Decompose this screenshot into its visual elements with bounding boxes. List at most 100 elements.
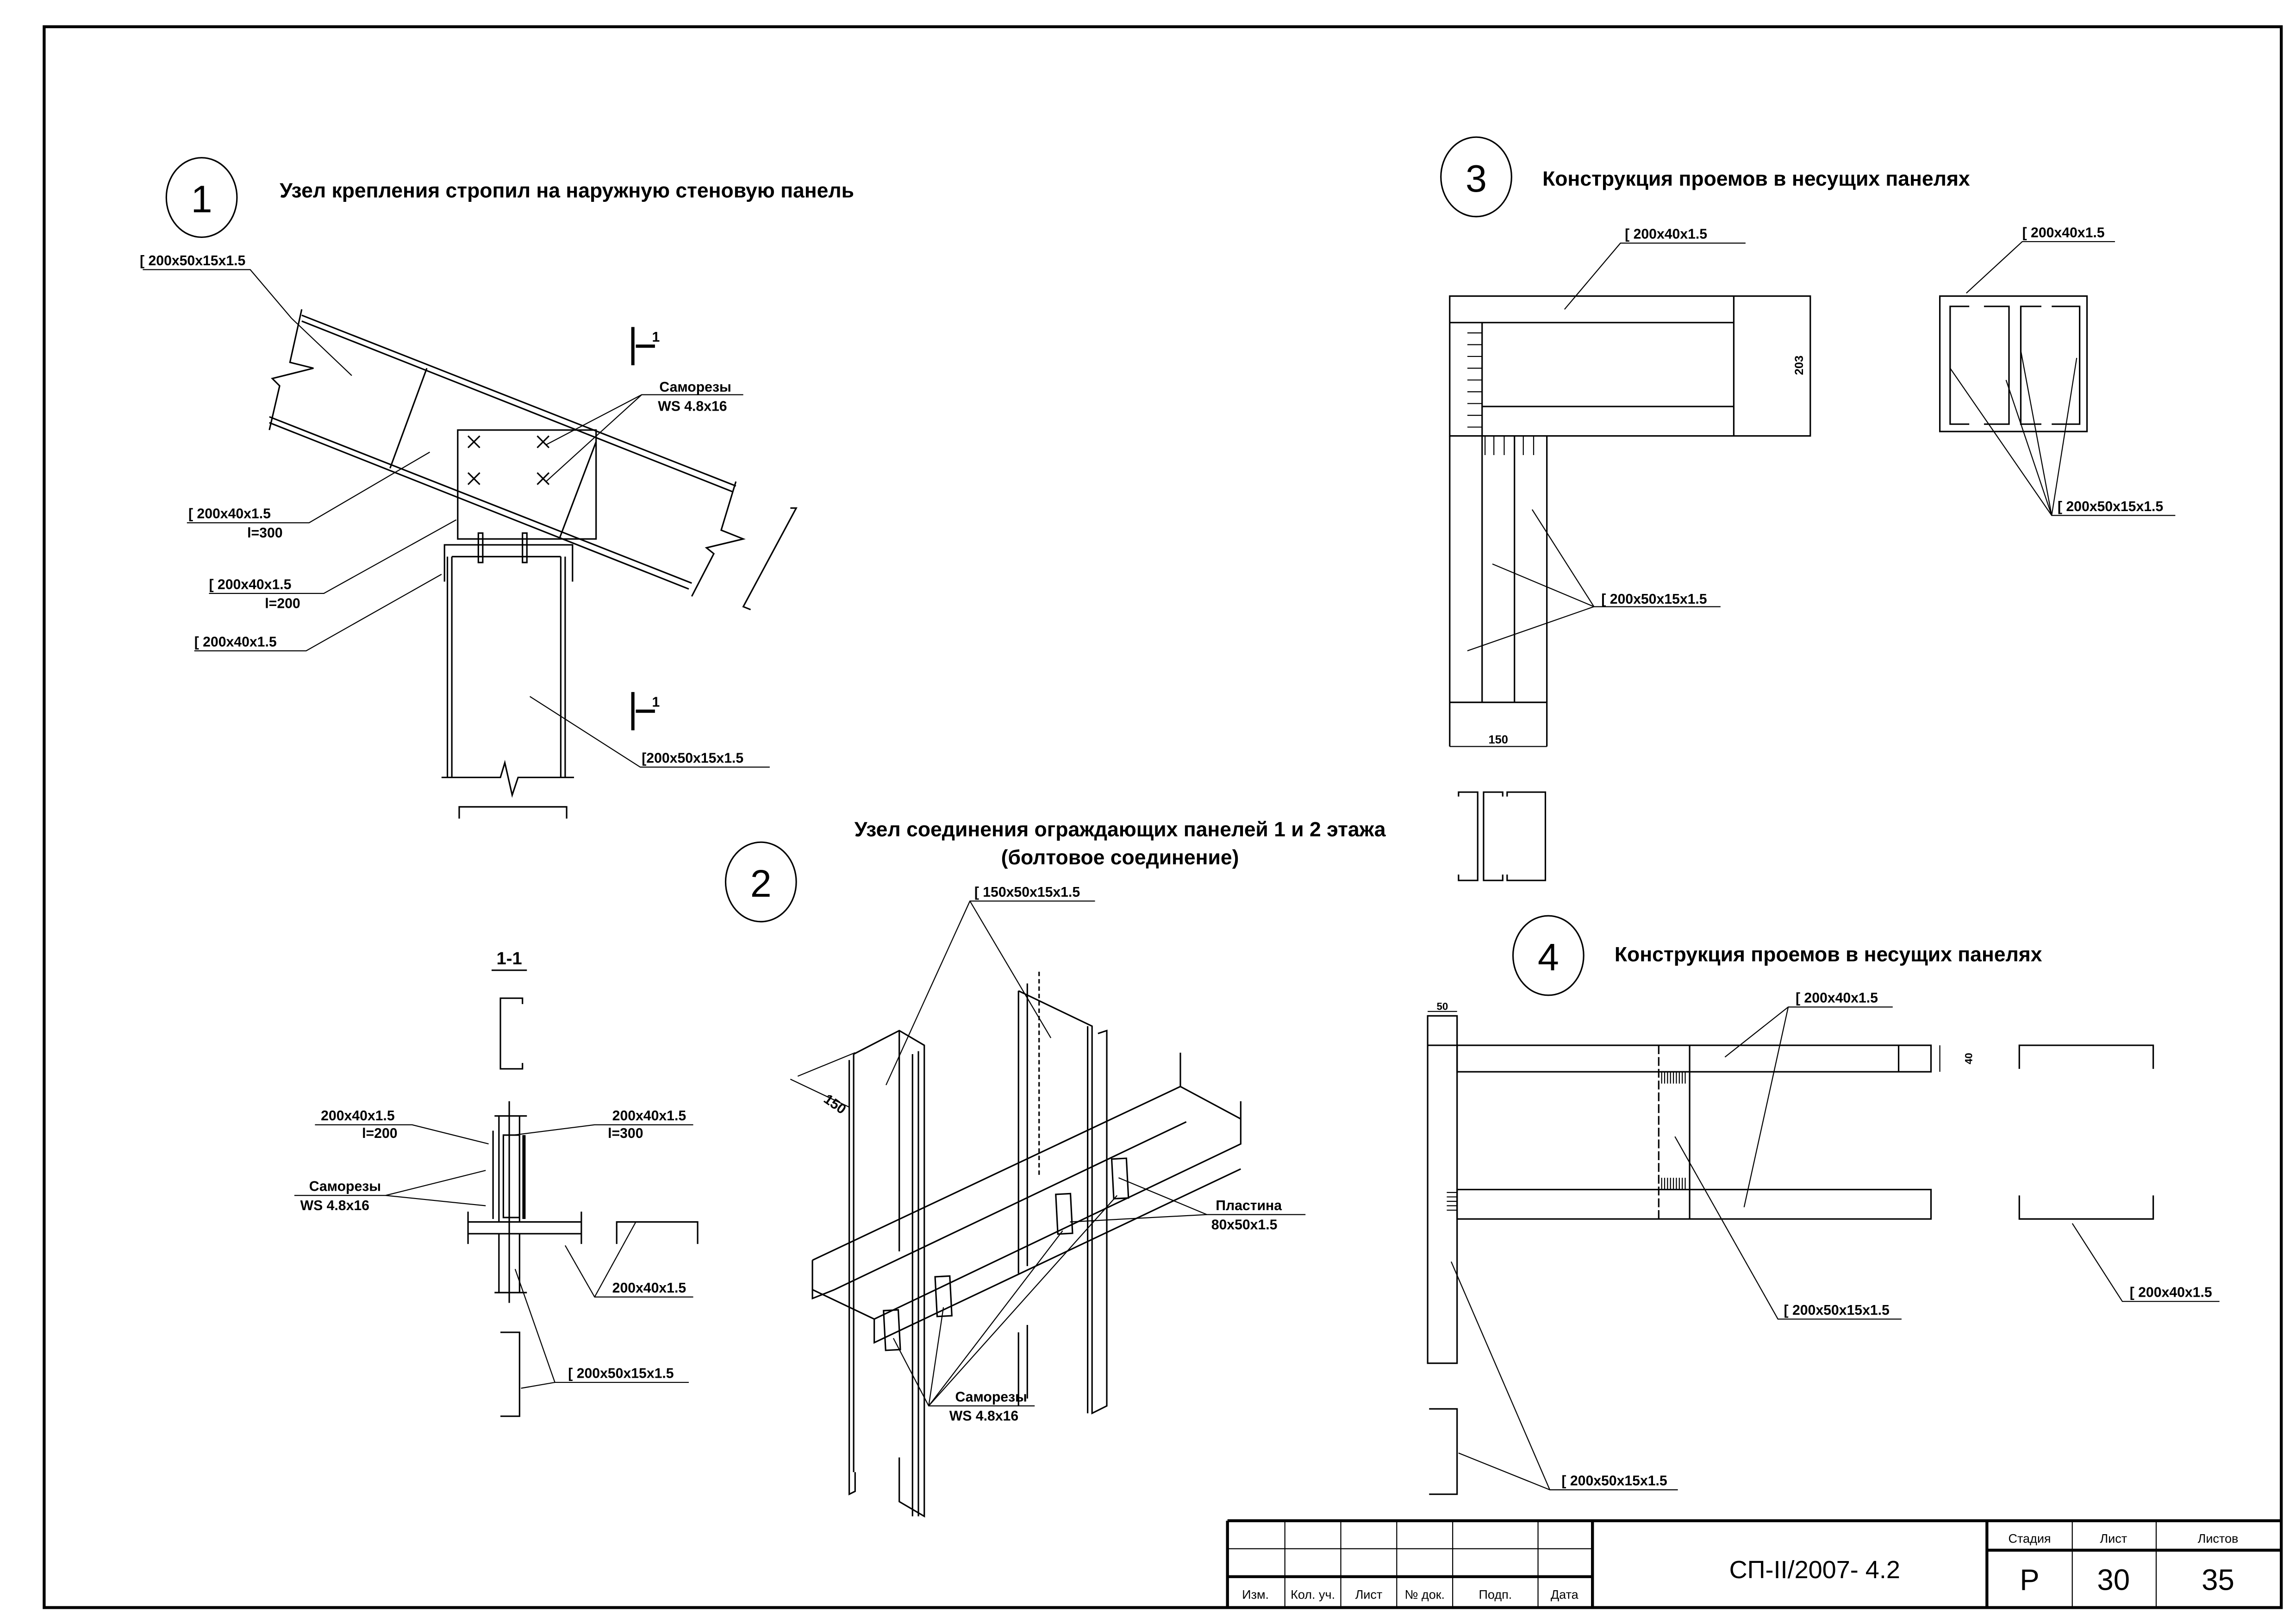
- screw-marks: [467, 435, 550, 485]
- detail-1-number: 1: [191, 177, 212, 220]
- tb-sheets-value: 35: [2202, 1563, 2234, 1596]
- svg-text:l=200: l=200: [265, 596, 300, 612]
- opening-elevation: [1449, 295, 1811, 881]
- tb-col-list: Лист: [1355, 1587, 1383, 1601]
- svg-text:l=200: l=200: [362, 1126, 397, 1141]
- svg-text:[ 200x50x15x1.5: [ 200x50x15x1.5: [1601, 592, 1707, 607]
- detail-4-number-circle: [1512, 915, 1585, 996]
- svg-text:[ 200x40x1.5: [ 200x40x1.5: [1625, 227, 1707, 242]
- svg-text:1: 1: [652, 330, 660, 345]
- section-mark-top: 1: [631, 327, 660, 366]
- detail-2-title-line1: Узел соединения ограждающих панелей 1 и …: [855, 818, 1386, 841]
- svg-text:200x40x1.5: 200x40x1.5: [612, 1108, 686, 1124]
- d2-label-fasteners: Саморезы WS 4.8x16: [892, 1195, 1118, 1424]
- d4-label-tracks: [ 200x40x1.5: [1724, 991, 1893, 1207]
- detail-2: 2 Узел соединения ограждающих панелей 1 …: [724, 818, 1386, 1518]
- svg-text:1: 1: [652, 695, 660, 710]
- opening-section: [1939, 295, 2088, 432]
- tb-sheet-header: Лист: [2100, 1532, 2127, 1546]
- tb-stage-value: Р: [2020, 1563, 2039, 1596]
- svg-text:[ 200x40x1.5: [ 200x40x1.5: [188, 506, 271, 522]
- tb-col-kol-uch: Кол. уч.: [1291, 1587, 1335, 1601]
- d4-label-stud-left: [ 200x50x15x1.5: [1450, 1261, 1678, 1491]
- label-plate-200: [ 200x40x1.5 l=200: [209, 519, 457, 612]
- s11-label-track: 200x40x1.5: [564, 1221, 693, 1298]
- opening-elevation-d4: [1427, 1011, 2154, 1495]
- tb-document-code: СП-II/2007- 4.2: [1729, 1556, 1900, 1584]
- svg-text:[ 150x50x15x1.5: [ 150x50x15x1.5: [974, 885, 1080, 900]
- label-rafter: [ 200x50x15x1.5: [140, 253, 352, 376]
- label-fasteners: Саморезы WS 4.8x16: [545, 380, 743, 482]
- detail-4-number: 4: [1538, 936, 1559, 979]
- sheet-frame: [43, 25, 2283, 1609]
- svg-text:WS 4.8x16: WS 4.8x16: [300, 1198, 369, 1213]
- dim-150-d3: 150: [1489, 733, 1508, 746]
- tb-col-data: Дата: [1551, 1587, 1579, 1601]
- d3-label-header: [ 200x40x1.5: [1564, 227, 1746, 310]
- dim-40: 40: [1963, 1053, 1975, 1064]
- svg-text:[ 200x50x15x1.5: [ 200x50x15x1.5: [2058, 499, 2163, 514]
- detail-1-title: Узел крепления стропил на наружную стено…: [280, 180, 854, 202]
- label-stud: [200x50x15x1.5: [530, 696, 770, 768]
- svg-text:[ 200x50x15x1.5: [ 200x50x15x1.5: [1561, 1474, 1667, 1489]
- detail-2-title-line2: (болтовое соединение): [1001, 846, 1239, 869]
- tb-col-izm: Изм.: [1242, 1587, 1269, 1601]
- d3-label-studs-section: [ 200x50x15x1.5: [1949, 350, 2176, 516]
- svg-text:[ 200x40x1.5: [ 200x40x1.5: [194, 634, 277, 650]
- detail-2-number-circle: [724, 841, 797, 923]
- svg-text:WS 4.8x16: WS 4.8x16: [949, 1409, 1018, 1424]
- d2-label-stud: [ 150x50x15x1.5: [886, 885, 1095, 1086]
- svg-text:[ 200x50x15x1.5: [ 200x50x15x1.5: [1784, 1303, 1890, 1318]
- d4-label-track-section: [ 200x40x1.5: [2071, 1223, 2220, 1302]
- s11-label-right-plate: 200x40x1.5 l=300: [513, 1108, 693, 1141]
- svg-text:Пластина: Пластина: [1216, 1198, 1282, 1213]
- svg-text:[ 200x50x15x1.5: [ 200x50x15x1.5: [140, 253, 245, 269]
- tb-sheet-value: 30: [2097, 1563, 2130, 1596]
- s11-label-left-plate: 200x40x1.5 l=200: [315, 1108, 489, 1145]
- detail-3-title: Конструкция проемов в несущих панелях: [1542, 168, 1970, 190]
- tb-col-podp: Подп.: [1479, 1587, 1512, 1601]
- svg-text:80x50x1.5: 80x50x1.5: [1211, 1217, 1278, 1232]
- dim-203: 203: [1793, 356, 1806, 375]
- detail-4: 4 Конструкция проемов в несущих панелях …: [1427, 915, 2220, 1495]
- detail-4-title: Конструкция проемов в несущих панелях: [1615, 943, 2042, 966]
- section-1-1: 1-1 200x40x1.5 l=200 200x40x1.5 l=300 Са…: [294, 949, 699, 1417]
- d3-label-header-section: [ 200x40x1.5: [1966, 225, 2115, 294]
- rafter-drawing: [268, 309, 798, 611]
- section-1-1-title: 1-1: [497, 949, 522, 968]
- d2-label-plate: Пластина 80x50x1.5: [1070, 1177, 1306, 1232]
- title-block: Изм. Кол. уч. Лист № док. Подп. Дата СП-…: [1226, 1519, 2282, 1608]
- detail-3-number: 3: [1466, 157, 1487, 200]
- tb-sheets-header: Листов: [2198, 1532, 2239, 1546]
- label-track: [ 200x40x1.5: [194, 574, 442, 651]
- section-mark-bottom: 1: [631, 692, 660, 731]
- d3-label-studs: [ 200x50x15x1.5: [1467, 509, 1721, 651]
- isometric-frame-drawing: [790, 971, 1242, 1518]
- svg-text:[ 200x40x1.5: [ 200x40x1.5: [1796, 991, 1878, 1006]
- svg-text:[ 200x40x1.5: [ 200x40x1.5: [2022, 225, 2105, 240]
- tb-col-doc: № док.: [1404, 1587, 1445, 1601]
- detail-3-number-circle: [1440, 136, 1512, 218]
- s11-label-stud: [ 200x50x15x1.5: [514, 1268, 689, 1389]
- s11-label-fasteners: Саморезы WS 4.8x16: [294, 1170, 486, 1213]
- d4-label-stud-mid: [ 200x50x15x1.5: [1674, 1136, 1902, 1320]
- tb-stage-header: Стадия: [2008, 1532, 2051, 1546]
- svg-text:[ 200x40x1.5: [ 200x40x1.5: [209, 577, 291, 592]
- detail-2-number: 2: [750, 862, 772, 905]
- dim-50: 50: [1437, 1001, 1448, 1012]
- svg-text:WS 4.8x16: WS 4.8x16: [658, 399, 727, 414]
- svg-text:l=300: l=300: [608, 1126, 643, 1141]
- svg-text:[200x50x15x1.5: [200x50x15x1.5: [642, 750, 743, 766]
- detail-3: 3 Конструкция проемов в несущих панелях …: [1440, 136, 2176, 881]
- svg-text:Саморезы: Саморезы: [659, 380, 731, 395]
- svg-text:Саморезы: Саморезы: [309, 1179, 381, 1194]
- detail-1: 1 Узел крепления стропил на наружную сте…: [140, 157, 854, 819]
- svg-text:l=300: l=300: [247, 525, 282, 541]
- label-plate-300: [ 200x40x1.5 l=300: [187, 451, 430, 541]
- wall-stud-drawing: [441, 532, 574, 819]
- svg-text:Саморезы: Саморезы: [955, 1389, 1027, 1405]
- svg-text:200x40x1.5: 200x40x1.5: [612, 1280, 686, 1296]
- detail-1-number-circle: [165, 157, 238, 238]
- svg-text:[ 200x40x1.5: [ 200x40x1.5: [2130, 1285, 2212, 1300]
